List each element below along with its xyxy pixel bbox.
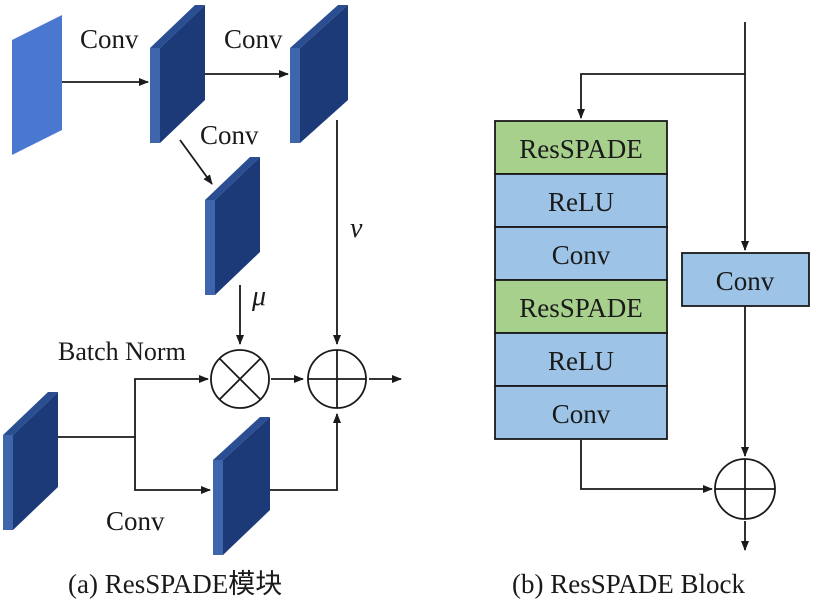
input-feature-map xyxy=(12,15,62,155)
stack-block-relu-2: ReLU xyxy=(494,332,668,387)
conv-layer-mu xyxy=(205,157,260,295)
add-operator-b xyxy=(714,458,776,520)
stack-block-resspade-2: ResSPADE xyxy=(494,279,668,334)
panel-b: ResSPADE ReLU Conv ResSPADE ReLU Conv xyxy=(494,22,810,599)
stack-label-conv-2: Conv xyxy=(552,399,611,429)
stack-label-relu-2: ReLU xyxy=(548,346,614,376)
caption-a: (a) ResSPADE模块 xyxy=(68,569,282,599)
label-mu: μ xyxy=(251,281,266,312)
stack-block-relu-1: ReLU xyxy=(494,173,668,228)
conv-layer-1 xyxy=(150,5,205,143)
label-batch-norm: Batch Norm xyxy=(58,337,186,366)
stack-block-conv-1: Conv xyxy=(494,226,668,281)
arrow-conv1-to-mu xyxy=(179,139,213,185)
stack-label-resspade-2: ResSPADE xyxy=(519,293,643,323)
caption-b: (b) ResSPADE Block xyxy=(512,569,746,599)
stack-block-resspade-1: ResSPADE xyxy=(494,120,668,175)
label-conv-top-2: Conv xyxy=(224,24,283,54)
panel-a: Conv Conv Conv μ ν Batch Norm Conv (a) R… xyxy=(3,5,402,599)
multiply-operator xyxy=(210,349,270,409)
stack-to-add xyxy=(580,440,713,493)
label-nu: ν xyxy=(350,213,363,244)
stack-label-conv-1: Conv xyxy=(552,240,611,270)
arrow-input-to-multiply xyxy=(58,375,209,438)
conv-layer-2 xyxy=(290,5,348,143)
block-stack: ResSPADE ReLU Conv ResSPADE ReLU Conv xyxy=(494,120,668,440)
label-conv-mid: Conv xyxy=(200,120,259,150)
input-layer-bottom xyxy=(3,392,58,530)
skip-conv-label: Conv xyxy=(716,266,775,296)
stack-label-relu-1: ReLU xyxy=(548,187,614,217)
arrow-input-to-conv-bottom xyxy=(134,437,211,494)
branch-to-stack xyxy=(577,73,745,119)
add-operator xyxy=(307,349,367,409)
conv-layer-bottom xyxy=(213,417,270,555)
label-conv-top-1: Conv xyxy=(80,24,139,54)
arrow-conv-bottom-to-add xyxy=(270,413,341,491)
label-conv-bottom: Conv xyxy=(106,506,165,536)
stack-label-resspade-1: ResSPADE xyxy=(519,134,643,164)
skip-conv-block: Conv xyxy=(681,252,810,307)
stack-block-conv-2: Conv xyxy=(494,385,668,440)
